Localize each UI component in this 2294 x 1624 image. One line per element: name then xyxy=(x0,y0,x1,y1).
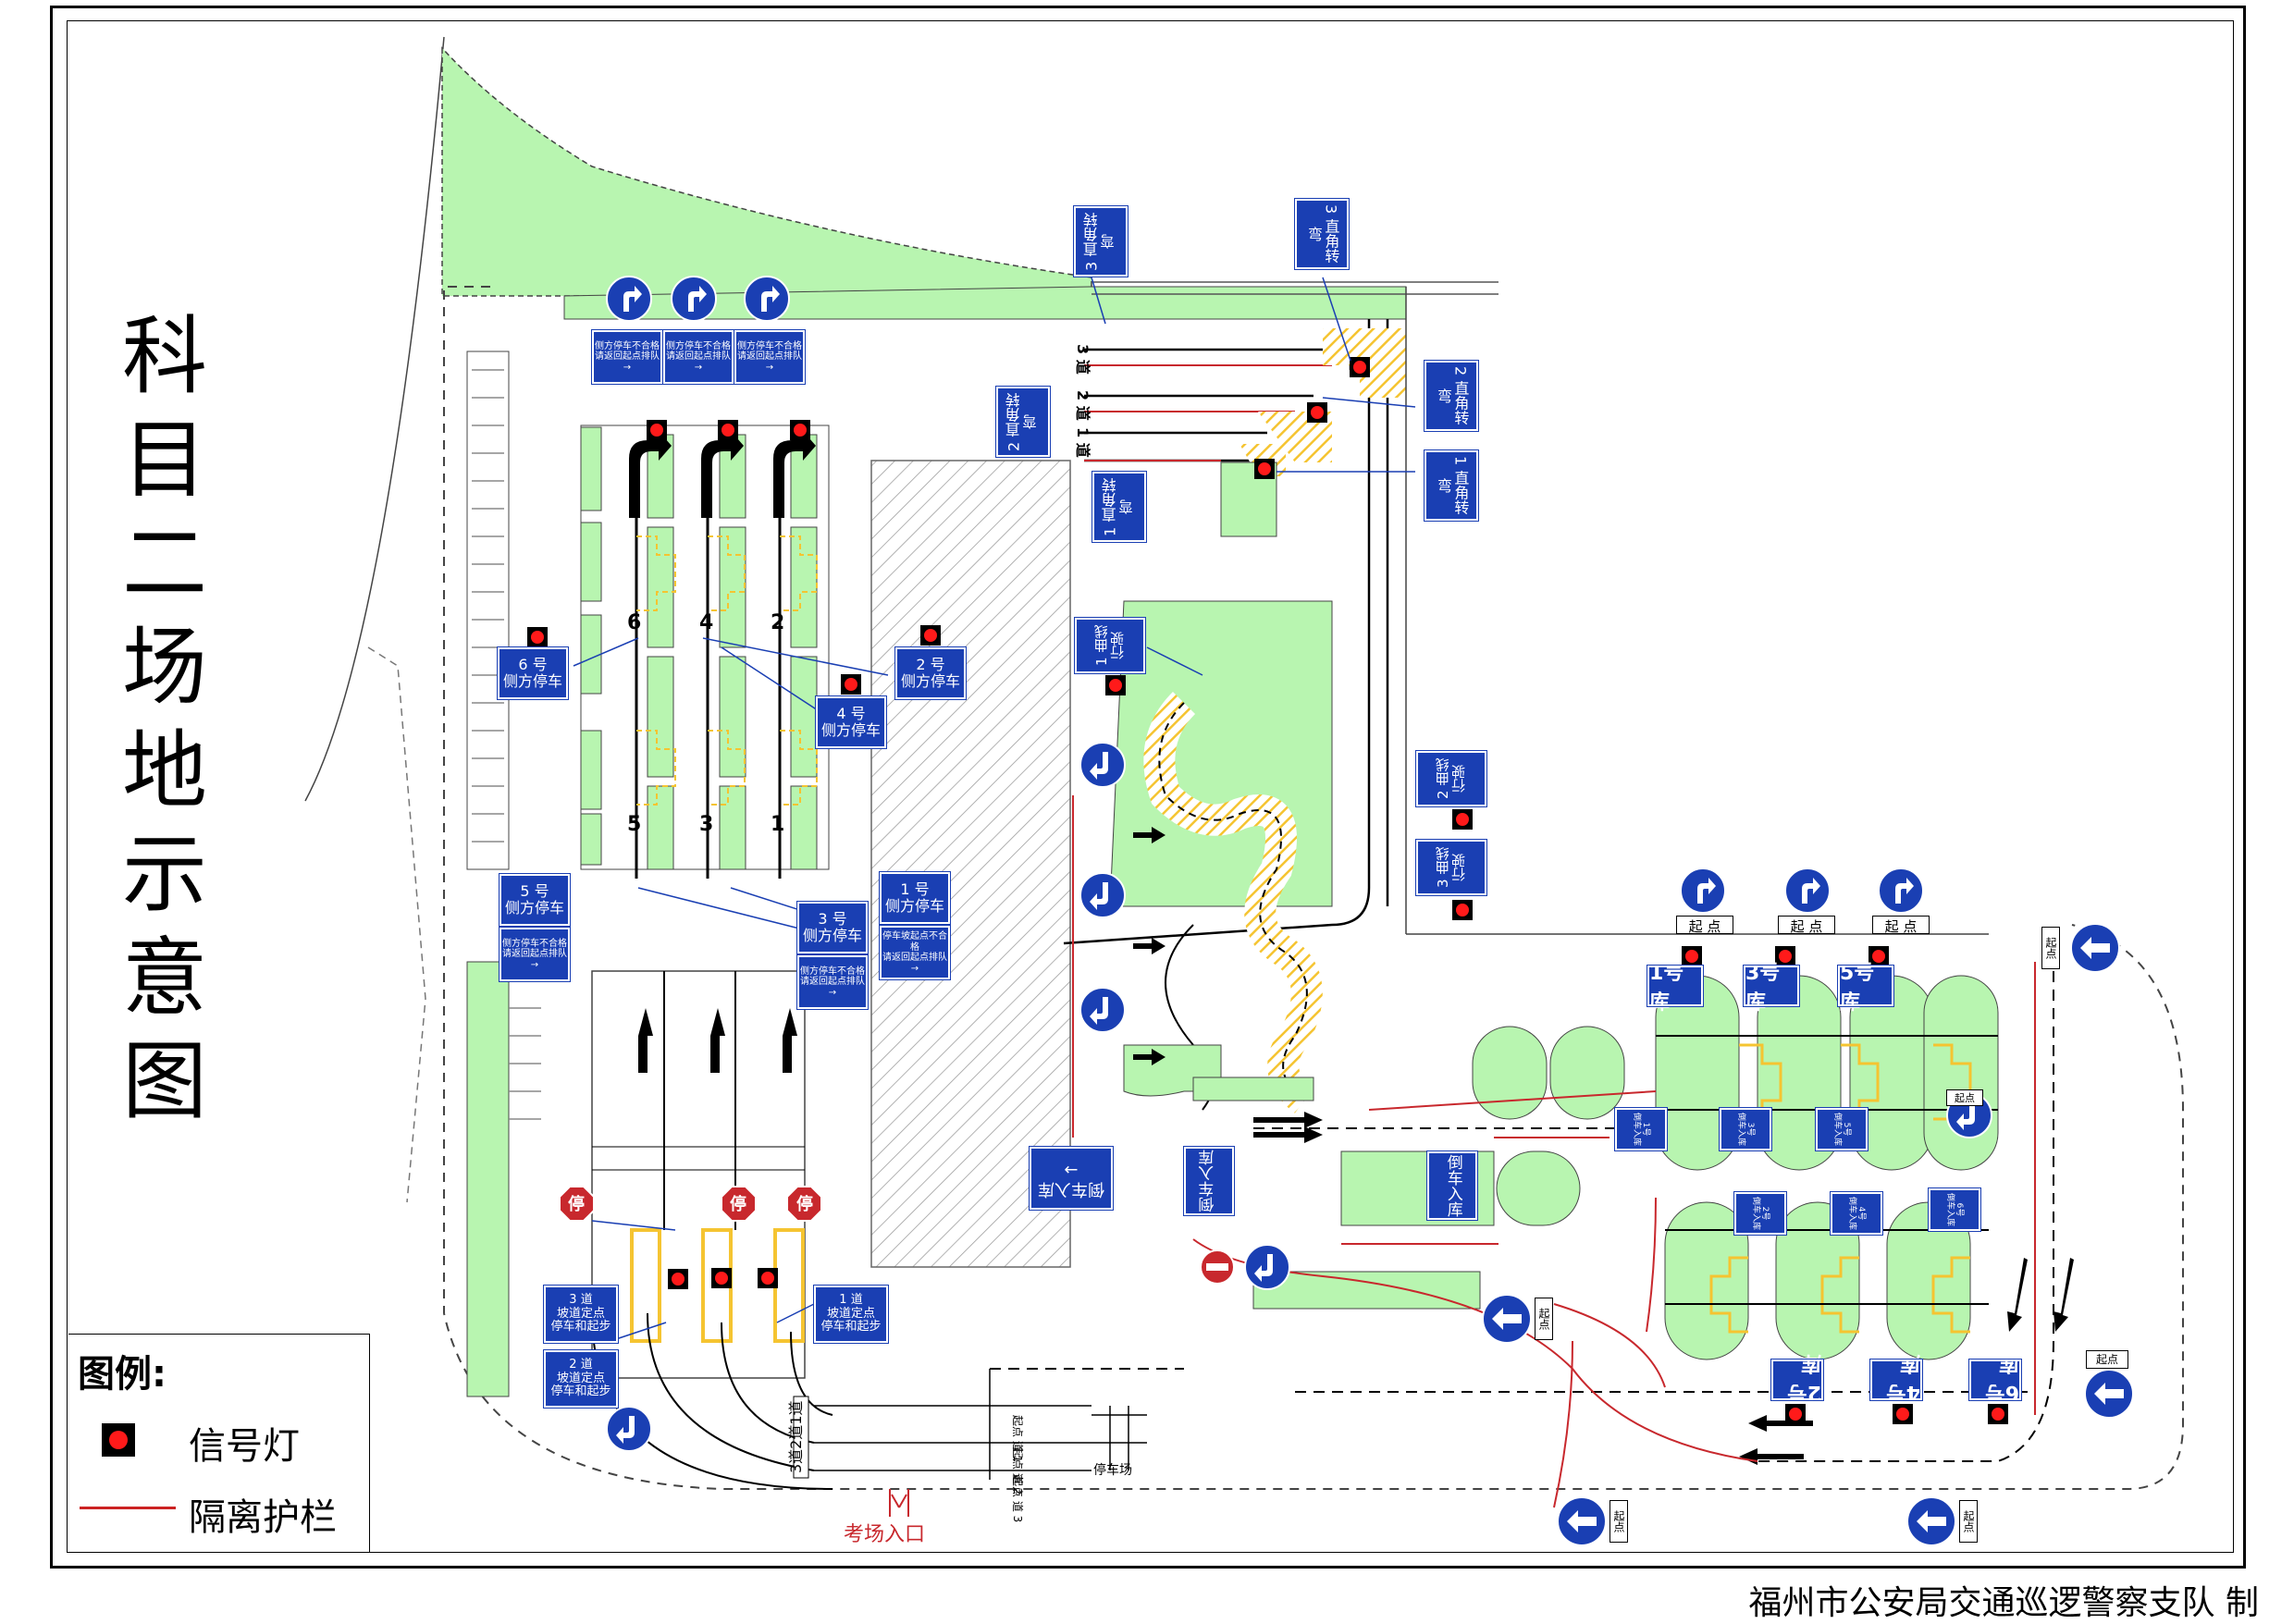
bottom-lanes-label: 3道2道1道 xyxy=(787,1400,805,1473)
start-small-5: 起点 xyxy=(2086,1350,2128,1369)
stop-sign-text-3: 停 xyxy=(796,1194,813,1214)
garage-5-label: 5号库 xyxy=(1837,962,1894,1015)
start-small-1: 起点 xyxy=(1535,1298,1553,1340)
lane-start-1: 起点 道 1 xyxy=(1011,1415,1024,1462)
legend-barrier-label: 隔离护栏 xyxy=(189,1496,337,1539)
lane-mark-3: 3 道 xyxy=(1074,344,1092,375)
right-angle-2-sign-left: 2 直角转弯 xyxy=(995,386,1051,458)
garage-mini-6: 6号倒车入库 xyxy=(1927,1187,1982,1232)
garage-mini-1: 1号倒车入库 xyxy=(1613,1107,1669,1151)
legend-title: 图例: xyxy=(78,1353,166,1396)
slope-2-sign: 2 道坡道定点停车和起步 xyxy=(543,1349,619,1409)
garage-6-label: 6号库 xyxy=(1968,1351,2022,1404)
title-char: 图 xyxy=(121,1032,207,1131)
side-parking-3-sign: 3 号侧方停车 xyxy=(796,901,869,954)
curve-1-sign: 1 曲线行驶 xyxy=(1074,617,1146,674)
lane-num-5: 5 xyxy=(627,813,641,836)
start-small-3: 起点 xyxy=(1959,1500,1978,1543)
queue-notice-6: 侧方停车不合格请返回起点排队→ xyxy=(591,329,663,385)
side-parking-2-sign: 2 号侧方停车 xyxy=(894,646,967,700)
queue-notice-5: 侧方停车不合格请返回起点排队→ xyxy=(499,927,571,982)
map-frame xyxy=(50,6,2246,1569)
lane-num-2: 2 xyxy=(771,611,784,634)
title-char: 示 xyxy=(121,825,207,924)
side-parking-5-sign: 5 号侧方停车 xyxy=(499,873,571,927)
signal-light-icon xyxy=(102,1423,135,1457)
curve-2-sign: 2 曲线行驶 xyxy=(1415,750,1487,807)
garage-mini-5: 5号倒车入库 xyxy=(1814,1107,1869,1151)
title-char: 地 xyxy=(121,721,207,820)
map-inner-border xyxy=(67,20,2234,1553)
title-char: 二 xyxy=(121,514,207,613)
page-title: 科 目 二 场 地 示 意 图 xyxy=(118,305,211,1134)
start-small-2: 起点 xyxy=(1610,1500,1628,1543)
parking-lot-label: 停车场 xyxy=(1093,1462,1132,1478)
garage-entry-sign-mid: 倒车入库 xyxy=(1183,1146,1235,1216)
title-char: 目 xyxy=(121,411,207,510)
garage-mini-4: 4号倒车入库 xyxy=(1829,1191,1884,1236)
side-parking-4-sign: 4 号侧方停车 xyxy=(815,695,887,749)
start-point-3: 起 点 xyxy=(1778,916,1835,935)
start-small-4: 起点 xyxy=(2041,927,2060,969)
title-char: 科 xyxy=(121,307,207,406)
lane-mark-2: 2 道 xyxy=(1074,390,1092,421)
lane-start-2: 起点 道 2 xyxy=(1011,1447,1024,1495)
garage-mini-3: 3号倒车入库 xyxy=(1718,1107,1773,1151)
start-point-5: 起 点 xyxy=(1872,916,1930,935)
right-angle-3-sign-top: 3 直角转弯 xyxy=(1073,205,1128,277)
lane-num-4: 4 xyxy=(699,611,713,634)
start-small-6: 起点 xyxy=(1946,1089,1983,1106)
garage-4-label: 4号库 xyxy=(1869,1351,1923,1404)
queue-notice-3: 侧方停车不合格请返回起点排队→ xyxy=(796,954,869,1010)
side-parking-6-sign: 6 号侧方停车 xyxy=(497,646,569,700)
stop-sign-text-1: 停 xyxy=(568,1194,585,1214)
credit-line: 福州市公安局交通巡逻警察支队 制 xyxy=(1748,1584,2259,1622)
title-char: 场 xyxy=(121,618,207,717)
garage-1-label: 1号库 xyxy=(1646,962,1704,1015)
garage-2-label: 2号库 xyxy=(1770,1351,1824,1404)
slope-1-sign: 1 道坡道定点停车和起步 xyxy=(813,1285,889,1344)
lane-num-1: 1 xyxy=(771,813,784,836)
lane-start-3: 起点 道 3 xyxy=(1011,1475,1024,1522)
entrance-label: 考场入口 xyxy=(844,1523,925,1546)
stop-sign-text-2: 停 xyxy=(730,1194,746,1214)
start-point-1: 起 点 xyxy=(1676,916,1733,935)
lane-num-6: 6 xyxy=(627,611,641,634)
garage-3-label: 3号库 xyxy=(1743,962,1800,1015)
garage-entry-sign-right: 倒车入库 xyxy=(1426,1150,1478,1221)
side-parking-1-sign: 1 号侧方停车 xyxy=(879,871,951,925)
slope-notice: 停车坡起点不合格请返回起点排队→ xyxy=(879,925,951,980)
queue-notice-4: 侧方停车不合格请返回起点排队→ xyxy=(662,329,734,385)
slope-3-sign: 3 道坡道定点停车和起步 xyxy=(543,1285,619,1344)
lane-num-3: 3 xyxy=(699,813,713,836)
garage-mini-2: 2号倒车入库 xyxy=(1733,1191,1788,1236)
barrier-line-icon xyxy=(80,1507,176,1509)
lane-mark-1: 1 道 xyxy=(1074,427,1092,458)
right-angle-1-sign-left: 1 直角转弯 xyxy=(1092,471,1147,543)
title-char: 意 xyxy=(121,929,207,1027)
curve-3-sign: 3 曲线行驶 xyxy=(1415,839,1487,896)
queue-notice-2: 侧方停车不合格请返回起点排队→ xyxy=(734,329,806,385)
right-angle-2-sign: 2 直角转弯 xyxy=(1424,360,1479,432)
right-angle-1-sign: 1 直角转弯 xyxy=(1424,449,1479,522)
legend-signal-label: 信号灯 xyxy=(189,1425,300,1468)
right-angle-3-sign: 3 直角转弯 xyxy=(1294,198,1350,270)
garage-entry-sign-left: 倒车入库→ xyxy=(1029,1146,1114,1211)
legend: 图例: 信号灯 隔离护栏 xyxy=(68,1334,370,1552)
